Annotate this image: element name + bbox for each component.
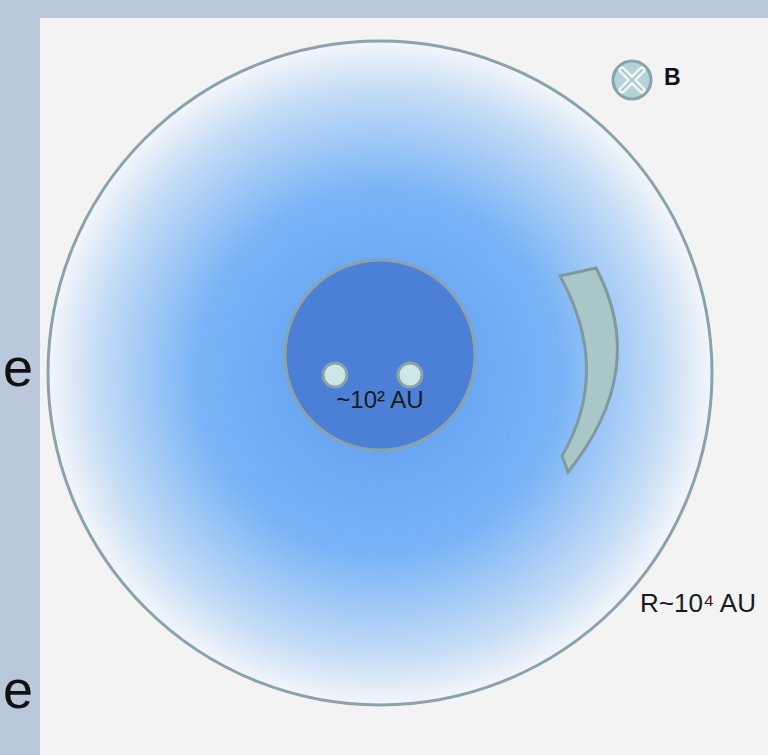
background-text: e	[3, 658, 33, 720]
background-text: e	[3, 336, 33, 398]
protostar	[323, 363, 347, 387]
field-label: B	[664, 64, 681, 91]
cloud-core: R~10⁴ AU~10² AU	[48, 41, 712, 705]
shock-arc	[560, 268, 617, 472]
magnetic-field-symbol	[613, 61, 651, 99]
region-outline	[281, 256, 479, 454]
size-label: R~10⁴ AU	[640, 588, 756, 619]
size-label: ~10² AU	[336, 386, 423, 414]
inner-region: ~10² AU	[285, 260, 475, 450]
protostar	[398, 363, 422, 387]
region-circle	[48, 41, 712, 705]
region-circle	[285, 260, 475, 450]
